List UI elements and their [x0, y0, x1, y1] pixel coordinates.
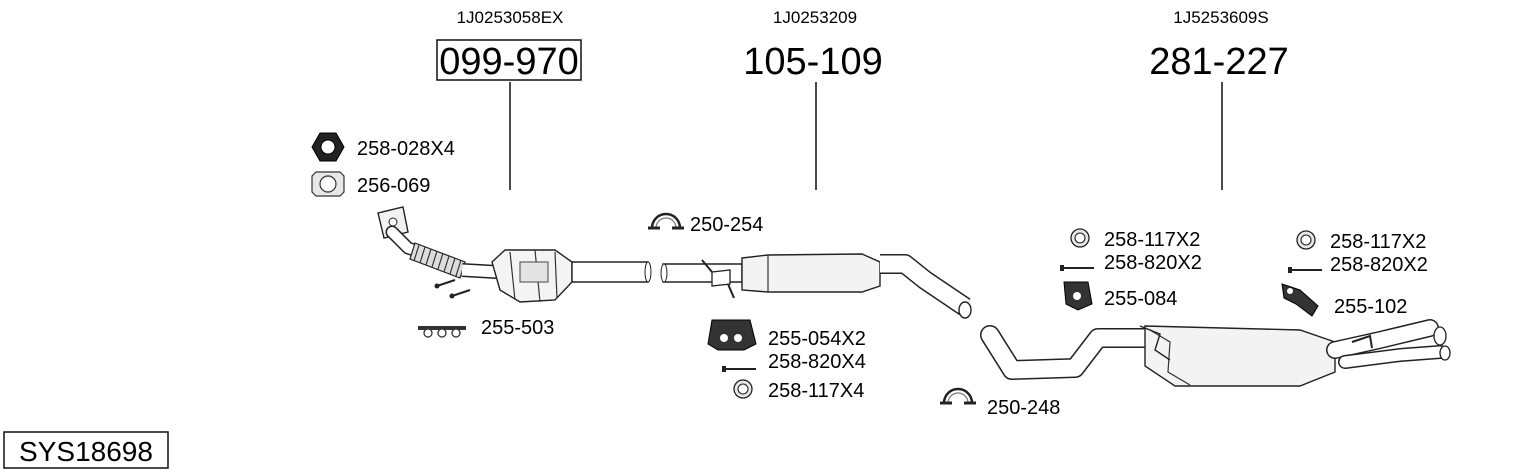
- label-clamp-front[interactable]: 250-254: [690, 214, 763, 236]
- pipe-clamp-icon: [648, 212, 684, 230]
- oem-number-catalyst: 1J0253058EX: [457, 8, 564, 27]
- part-number-middle-silencer[interactable]: 105-109: [743, 41, 882, 83]
- label-nut[interactable]: 258-028X4: [357, 138, 455, 160]
- rubber-hanger-icon: [1063, 281, 1093, 311]
- bolt-icon: [722, 366, 756, 372]
- oem-number-middle-silencer: 1J0253209: [773, 8, 857, 27]
- label-clamp-rear[interactable]: 250-248: [987, 397, 1060, 419]
- ring-icon: [1296, 230, 1316, 250]
- oem-number-rear-silencer: 1J5253609S: [1173, 8, 1268, 27]
- system-code: SYS18698: [19, 436, 153, 467]
- gasket-icon: [311, 171, 345, 197]
- label-bracket-front[interactable]: 255-503: [481, 317, 554, 339]
- label-hanger-mid[interactable]: 255-054X2: [768, 328, 866, 350]
- bracket-icon: [418, 326, 466, 338]
- label-ring-mid[interactable]: 258-117X4: [768, 380, 864, 402]
- label-hanger-rear-2[interactable]: 255-102: [1334, 296, 1407, 318]
- label-hanger-rear-1[interactable]: 255-084: [1104, 288, 1177, 310]
- part-number-catalyst[interactable]: 099-970: [439, 41, 578, 83]
- hex-nut-icon: [311, 132, 345, 162]
- label-bolt-mid[interactable]: 258-820X4: [768, 351, 866, 373]
- label-bolt-rear-1[interactable]: 258-820X2: [1104, 252, 1202, 274]
- pipe-clamp-icon: [940, 387, 976, 405]
- ring-icon: [733, 379, 753, 399]
- label-ring-rear-2[interactable]: 258-117X2: [1330, 231, 1426, 253]
- hanger-bracket-icon: [1281, 283, 1319, 317]
- middle-silencer-drawing: [660, 253, 972, 319]
- bolt-icon: [1288, 267, 1322, 273]
- rubber-hanger-icon: [707, 319, 757, 351]
- front-pipe-catalyst-drawing: [377, 206, 652, 303]
- catalyst-number-box: [436, 39, 582, 81]
- system-code-box: [3, 431, 169, 469]
- label-gasket-front[interactable]: 256-069: [357, 175, 430, 197]
- label-bolt-rear-2[interactable]: 258-820X2: [1330, 254, 1428, 276]
- part-number-rear-silencer[interactable]: 281-227: [1149, 41, 1288, 83]
- ring-icon: [1070, 228, 1090, 248]
- bolt-icon: [1060, 265, 1094, 271]
- rear-silencer-drawing: [980, 319, 1451, 387]
- label-ring-rear-1[interactable]: 258-117X2: [1104, 229, 1200, 251]
